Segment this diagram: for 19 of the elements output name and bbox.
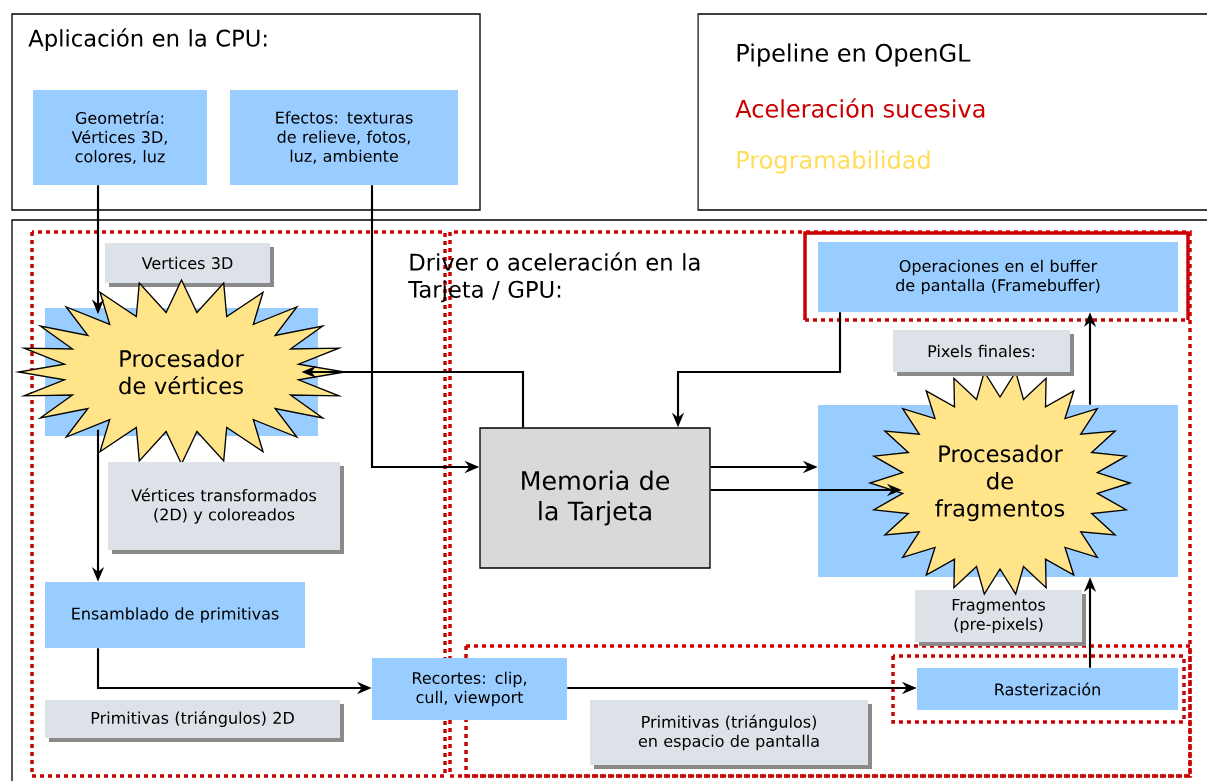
legend-text: Aceleración sucesiva xyxy=(735,98,985,118)
stage-box: Ensamblado de primitivas xyxy=(45,582,305,648)
heading: Driver o aceleración en la Tarjeta / GPU: xyxy=(408,252,700,303)
legend-text: Pipeline en OpenGL xyxy=(737,43,971,67)
stage-box: Rasterización xyxy=(917,668,1178,710)
data-label-box: Vertices 3D xyxy=(105,243,274,287)
legend-text: Programabilidad xyxy=(737,150,930,174)
data-label-box: Vértices transformados (2D) y coloreados xyxy=(108,462,344,554)
stage-box: Efectos: texturas de relieve, fotos, luz, ambiente xyxy=(230,90,458,185)
data-label-box: Pixels finales: xyxy=(893,330,1074,376)
stage-box: Geometría: Vértices 3D, colores, luz xyxy=(33,90,207,185)
memory-box: Memoria de la Tarjeta xyxy=(479,427,711,569)
stage-box: Operaciones en el buffer de pantalla (Framebuffer) xyxy=(818,242,1178,312)
stage-box: Recortes: clip, cull, viewport xyxy=(372,658,567,720)
data-label-box: Fragmentos (pre-pixels) xyxy=(915,590,1086,646)
data-label-box: Primitivas (triángulos) en espacio de pantalla xyxy=(590,700,872,769)
data-label-box: Primitivas (triángulos) 2D xyxy=(45,700,344,742)
processor-burst: Procesador de fragmentos xyxy=(818,370,1178,596)
heading: Aplicación en la CPU: xyxy=(28,28,267,52)
